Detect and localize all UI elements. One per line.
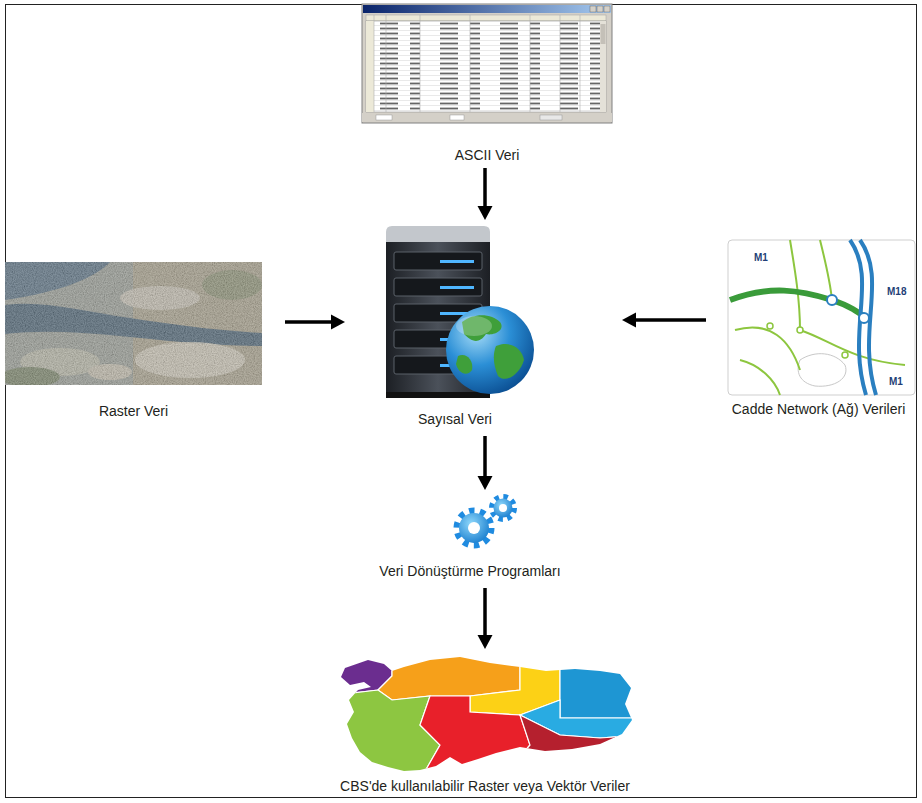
arrow-shaft bbox=[483, 168, 487, 207]
flow-arrow bbox=[478, 168, 493, 220]
node-label: Cadde Network (Ağ) Verileri bbox=[732, 400, 906, 418]
turkey-region-map bbox=[335, 690, 440, 780]
arrow-shaft bbox=[285, 320, 332, 324]
server-icon bbox=[386, 226, 534, 398]
ascii-table-screenshot bbox=[450, 115, 464, 120]
server-icon bbox=[394, 252, 482, 270]
street-network-map bbox=[860, 240, 876, 395]
gears-icon bbox=[499, 504, 507, 512]
road-label: M18 bbox=[887, 286, 906, 298]
flow-arrow bbox=[285, 315, 345, 330]
ascii-table-screenshot bbox=[362, 4, 612, 123]
frame-border bbox=[6, 5, 917, 798]
street-network-map bbox=[800, 330, 905, 365]
street-network-map bbox=[859, 313, 869, 323]
raster-satellite-image bbox=[5, 262, 262, 385]
ascii-table-screenshot bbox=[362, 113, 612, 122]
ascii-table-screenshot bbox=[420, 15, 421, 112]
server-icon bbox=[386, 226, 490, 244]
arrow-shaft bbox=[483, 588, 487, 636]
ascii-table-screenshot bbox=[540, 115, 562, 120]
server-icon bbox=[446, 306, 534, 394]
illustrated-node: Raster Veri bbox=[5, 262, 262, 422]
ascii-table-screenshot bbox=[600, 21, 606, 112]
turkey-region-map bbox=[420, 696, 530, 780]
street-network-map bbox=[728, 240, 915, 395]
road-label: M1 bbox=[889, 376, 903, 388]
turkey-region-map bbox=[500, 715, 640, 780]
street-network-map bbox=[728, 240, 915, 395]
illustrated-node: Cadde Network (Ağ) Verileri bbox=[722, 240, 915, 420]
arrow-head bbox=[331, 315, 345, 330]
turkey-region-map bbox=[335, 650, 640, 780]
node-label: ASCII Veri bbox=[455, 146, 520, 164]
street-network-map bbox=[798, 354, 846, 387]
node-label: CBS'de kullanılabilir Raster veya Vektör… bbox=[340, 777, 630, 795]
node-label: Veri Dönüştürme Programları bbox=[379, 562, 560, 580]
ascii-table-screenshot bbox=[470, 15, 471, 112]
server-icon bbox=[456, 316, 492, 336]
ascii-table-screenshot bbox=[604, 6, 610, 12]
street-network-map bbox=[767, 323, 773, 329]
flow-arrow bbox=[622, 313, 706, 328]
street-network-map bbox=[735, 240, 905, 395]
server-icon bbox=[440, 286, 474, 289]
node-label: Sayısal Veri bbox=[418, 410, 492, 428]
raster-satellite-image bbox=[5, 262, 262, 385]
arrow-shaft bbox=[635, 318, 706, 322]
ascii-table-screenshot bbox=[530, 15, 531, 112]
flow-arrow bbox=[478, 436, 493, 490]
ascii-table-screenshot bbox=[366, 21, 606, 112]
arrow-shaft bbox=[483, 436, 487, 477]
illustrated-node: CBS'de kullanılabilir Raster veya Vektör… bbox=[320, 655, 650, 797]
ascii-table-screenshot bbox=[386, 15, 387, 112]
street-network-map bbox=[797, 327, 803, 333]
road-label: M1 bbox=[754, 252, 768, 264]
ascii-table-screenshot bbox=[363, 5, 611, 13]
illustrated-node: Veri Dönüştürme Programları bbox=[365, 492, 575, 582]
ascii-table-screenshot bbox=[376, 115, 392, 120]
node-label: Raster Veri bbox=[99, 402, 168, 420]
arrow-head bbox=[478, 635, 493, 649]
gears-icon bbox=[457, 497, 514, 545]
server-icon bbox=[440, 260, 474, 263]
arrow-head bbox=[478, 206, 493, 220]
street-network-map bbox=[740, 360, 780, 395]
ascii-table-screenshot bbox=[374, 15, 580, 112]
raster-satellite-image bbox=[5, 262, 262, 385]
street-network-map bbox=[827, 295, 837, 305]
ascii-table-screenshot bbox=[580, 15, 581, 112]
gears-icon bbox=[494, 499, 513, 518]
street-network-map bbox=[820, 240, 832, 300]
gears-icon bbox=[459, 513, 489, 543]
server-icon bbox=[456, 355, 472, 374]
street-network-map bbox=[842, 352, 848, 358]
gears-icon bbox=[468, 522, 480, 534]
arrow-head bbox=[478, 476, 493, 490]
street-network-map bbox=[730, 291, 866, 318]
ascii-table-screenshot bbox=[366, 21, 374, 112]
ascii-table-screenshot bbox=[590, 6, 596, 12]
ascii-table-screenshot bbox=[560, 15, 561, 112]
server-icon bbox=[494, 344, 524, 379]
ascii-table-screenshot bbox=[362, 4, 612, 123]
ascii-table-screenshot bbox=[601, 24, 606, 44]
gears-icon bbox=[457, 511, 491, 545]
illustrated-node: Sayısal Veri bbox=[372, 222, 538, 430]
ascii-table-screenshot bbox=[366, 15, 606, 21]
arrow-head bbox=[622, 313, 636, 328]
ascii-table-screenshot bbox=[366, 21, 606, 112]
street-network-map bbox=[790, 240, 800, 330]
flow-arrow bbox=[478, 588, 493, 649]
street-network-map bbox=[735, 327, 800, 370]
illustrated-node: ASCII Veri bbox=[362, 4, 612, 166]
ascii-table-screenshot bbox=[374, 21, 600, 112]
server-icon bbox=[394, 278, 482, 296]
turkey-region-map bbox=[560, 650, 640, 718]
server-icon bbox=[386, 392, 490, 398]
gears-icon bbox=[492, 497, 514, 519]
ascii-table-screenshot bbox=[374, 15, 375, 112]
ascii-table-screenshot bbox=[597, 6, 603, 12]
